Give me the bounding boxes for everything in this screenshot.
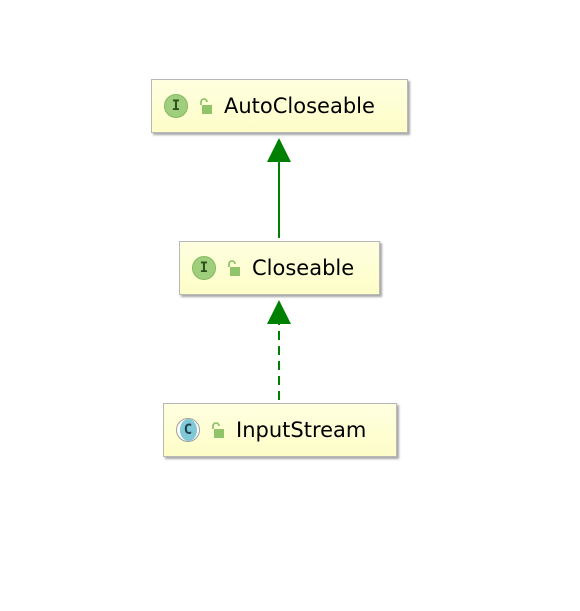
edge-arrowhead-autocloseable	[267, 138, 291, 162]
node-label: InputStream	[236, 418, 367, 442]
node-closeable[interactable]: I Closeable	[179, 241, 380, 295]
unlocked-padlock-icon	[200, 98, 212, 114]
edge-arrowhead-closeable	[267, 300, 291, 324]
unlocked-padlock-icon	[228, 260, 240, 276]
node-inputstream[interactable]: C InputStream	[163, 403, 397, 457]
node-label: Closeable	[252, 256, 355, 280]
class-icon: C	[176, 418, 200, 442]
interface-icon: I	[192, 256, 216, 280]
unlocked-padlock-icon	[212, 422, 224, 438]
class-icon-letter: C	[179, 419, 197, 441]
node-autocloseable[interactable]: I AutoCloseable	[151, 79, 408, 133]
interface-icon: I	[164, 94, 188, 118]
node-label: AutoCloseable	[224, 94, 375, 118]
